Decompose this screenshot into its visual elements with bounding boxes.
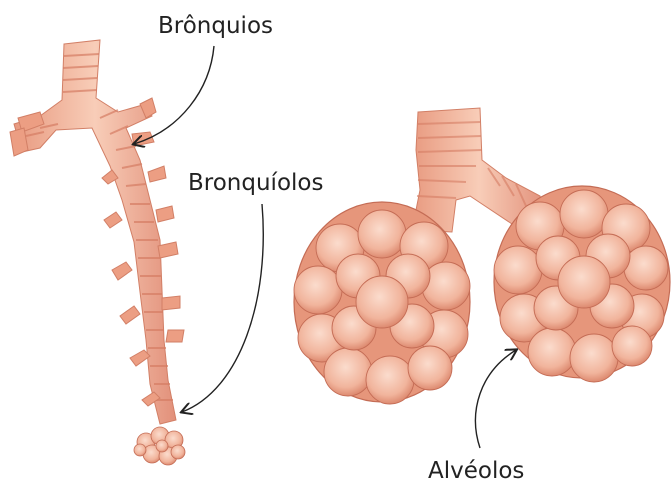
alveolar-sac-left (294, 202, 470, 404)
label-bronquios: Brônquios (158, 15, 273, 38)
arrow-bronquios (134, 46, 214, 144)
arrow-alveolos (476, 350, 517, 448)
bronchial-tree (10, 40, 185, 465)
alveoli-illustration (294, 108, 670, 404)
label-alveolos: Alvéolos (428, 460, 524, 483)
small-alveoli-cluster (134, 427, 185, 465)
label-bronquiolos: Bronquíolos (188, 172, 323, 195)
arrow-bronquiolos (182, 204, 263, 412)
alveolar-sac-right (494, 186, 670, 382)
